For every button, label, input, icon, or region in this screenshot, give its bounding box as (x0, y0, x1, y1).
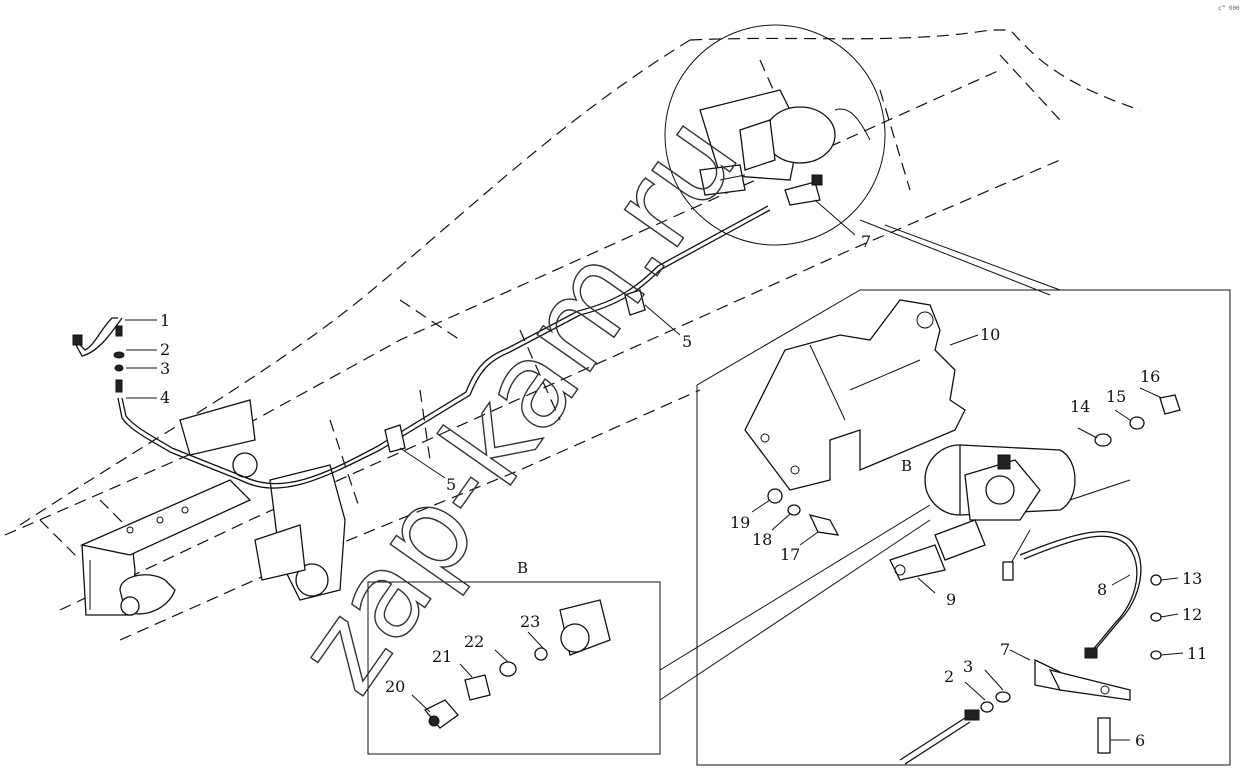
callout-20: 20 (385, 677, 405, 696)
hose-8 (1019, 479, 1142, 659)
tube-clip (384, 289, 646, 453)
watermark: zap-kam.ru (270, 91, 765, 716)
detail-view-frame (696, 289, 1231, 766)
leader-lines (125, 199, 1184, 741)
frame-mount (179, 399, 346, 601)
callout-11: 11 (1187, 644, 1207, 663)
callout-labels: 1 2 3 4 5 5 7 10 16 15 14 B 19 18 17 9 8… (160, 232, 1207, 750)
callout-3: 3 (160, 359, 170, 378)
callout-16: 16 (1140, 367, 1160, 386)
master-cylinder-9 (889, 444, 1076, 581)
callout-8: 8 (1097, 580, 1107, 599)
detail-b-title: B (517, 559, 528, 577)
callout-15: 15 (1106, 387, 1126, 406)
callout-12: 12 (1182, 605, 1202, 624)
callout-13: 13 (1182, 569, 1202, 588)
callout-22: 22 (464, 632, 484, 651)
callout-18: 18 (752, 530, 772, 549)
detail-b-frame (367, 504, 931, 755)
bracket-10 (744, 299, 966, 491)
callout-9: 9 (946, 590, 956, 609)
fasteners (767, 394, 1181, 765)
callout-21: 21 (432, 647, 452, 666)
callout-5: 5 (446, 475, 456, 494)
callout-23: 23 (520, 612, 540, 631)
detail-b-parts (423, 599, 611, 729)
callout-4: 4 (160, 388, 170, 407)
callout-14: 14 (1070, 397, 1090, 416)
view-label-b: B (901, 457, 912, 475)
callout-1: 1 (160, 311, 170, 330)
detail-circle (664, 24, 1061, 296)
corner-mark: c™ 000 (1218, 5, 1240, 12)
callout-2: 2 (944, 667, 954, 686)
callout-17: 17 (780, 545, 800, 564)
callout-7: 7 (861, 232, 871, 251)
callout-5: 5 (682, 332, 692, 351)
callout-3: 3 (963, 657, 973, 676)
callout-19: 19 (730, 513, 750, 532)
front-bracket (79, 479, 252, 616)
callout-2: 2 (160, 340, 170, 359)
callout-10: 10 (980, 325, 1000, 344)
callout-6: 6 (1135, 731, 1145, 750)
callout-7: 7 (1000, 640, 1010, 659)
hydraulic-tube (72, 205, 771, 489)
